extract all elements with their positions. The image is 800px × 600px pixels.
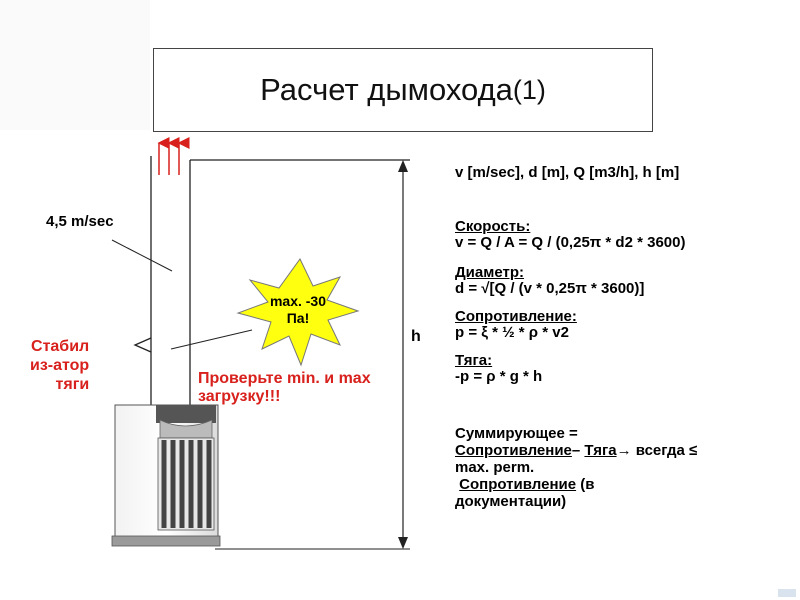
- height-arrow-bottom: [398, 537, 408, 549]
- summary-line-2: Сопротивление– Тяга→ всегда ≤: [455, 442, 697, 459]
- stabilizer-label: Стабил из-атор тяги: [30, 337, 89, 394]
- units-line: v [m/sec], d [m], Q [m3/h], h [m]: [455, 164, 680, 181]
- formula-diameter-line: d = √[Q / (v * 0,25π * 3600)]: [455, 280, 645, 297]
- formula-speed-line: v = Q / A = Q / (0,25π * d2 * 3600): [455, 234, 686, 251]
- stabilizer-line-2: из-атор: [30, 357, 90, 374]
- summary-line-5: документации): [455, 493, 567, 510]
- formula-resistance: Сопротивление: p = ξ * ½ * ρ * v2: [455, 309, 577, 341]
- stabilizer-line-1: Стабил: [31, 338, 90, 355]
- formula-draft: Тяга: -p = ρ * g * h: [455, 353, 542, 385]
- burst-line-1: max. -30: [269, 293, 327, 309]
- speed-label: 4,5 m/sec: [46, 213, 114, 230]
- slide-title: Расчет дымохода(1): [153, 48, 653, 132]
- speed-pointer: [111, 239, 173, 272]
- summary-draft: Тяга: [584, 442, 617, 459]
- stabilizer-notch: [133, 337, 152, 353]
- boiler-illustration: [111, 404, 221, 547]
- summary-resistance-2: Сопротивление: [459, 476, 577, 493]
- summary-line-1: Суммирующее =: [455, 425, 578, 442]
- stabilizer-pointer: [170, 329, 253, 350]
- formula-speed: Скорость: v = Q / A = Q / (0,25π * d2 * …: [455, 219, 685, 251]
- boiler-fins: [161, 440, 212, 528]
- corner-artifact: [778, 589, 796, 597]
- formula-draft-heading: Тяга:: [455, 352, 493, 369]
- boiler-rounded-top: [159, 419, 213, 439]
- formula-speed-heading: Скорость:: [455, 218, 531, 235]
- formula-resistance-heading: Сопротивление:: [455, 308, 577, 325]
- stabilizer-line-3: тяги: [55, 376, 90, 393]
- burst-line-2: Па!: [286, 310, 310, 326]
- formula-draft-line: -p = ρ * g * h: [455, 368, 543, 385]
- height-label: h: [411, 328, 421, 345]
- summary-resistance: Сопротивление: [455, 442, 572, 459]
- formula-resistance-line: p = ξ * ½ * ρ * v2: [455, 324, 569, 341]
- check-line-1: Проверьте min. и max: [198, 370, 371, 387]
- check-load-label: Проверьте min. и max загрузку!!!: [198, 370, 371, 406]
- summary-line-3: max. perm.: [455, 459, 535, 476]
- burst-label: max. -30 Па!: [258, 293, 338, 327]
- summary-tail: (в: [576, 476, 595, 493]
- summary-dash: –: [571, 442, 581, 459]
- formula-diameter: Диаметр: d = √[Q / (v * 0,25π * 3600)]: [455, 265, 644, 297]
- warning-burst: [236, 258, 360, 367]
- height-arrow-top: [398, 160, 408, 172]
- boiler-top-dark: [156, 405, 216, 423]
- check-line-2: загрузку!!!: [198, 388, 281, 405]
- summary-block: Суммирующее = Сопротивление– Тяга→ всегд…: [455, 425, 697, 510]
- formula-diameter-heading: Диаметр:: [455, 264, 524, 281]
- title-suffix: (1): [512, 74, 546, 105]
- summary-always: → всегда ≤: [616, 442, 698, 459]
- summary-line-4: Сопротивление (в: [455, 476, 697, 493]
- boiler-base: [111, 535, 221, 547]
- boiler-grill: [157, 437, 215, 531]
- title-main: Расчет дымохода: [260, 72, 513, 107]
